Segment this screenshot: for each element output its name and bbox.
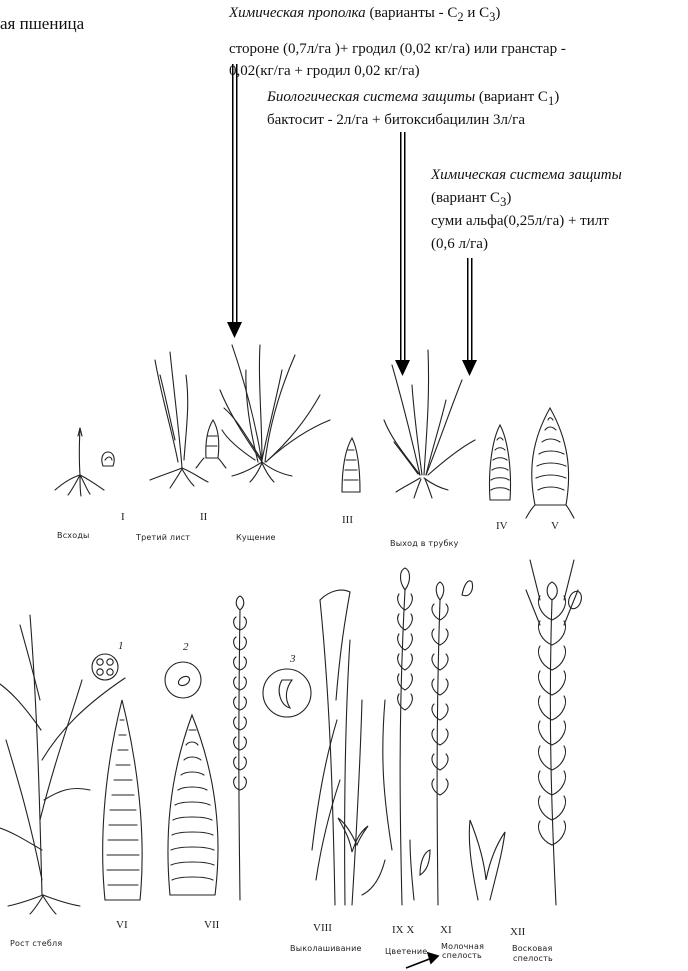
tube-exit-plant [384,350,475,498]
thin-ear-vii [234,596,247,900]
stage-xii-numeral: XII [510,926,525,938]
stage-xi-numeral: XI [440,924,452,936]
arrow-chem-protection [462,258,477,376]
stage-vi-numeral: VI [116,919,128,931]
stage-iii-numeral: III [342,514,353,526]
three-leaf-plant [150,352,226,488]
cell-number-2: 2 [183,641,189,653]
stage-ii-label: Третий лист [136,533,190,542]
floral-cell-1 [92,654,118,680]
cell-number-1: 1 [118,640,124,652]
milk-ripeness-plant [432,581,505,905]
stage-v-numeral: V [551,520,559,532]
stage-ix-label: Цветение [385,947,427,956]
seedling-plant [55,428,114,496]
wax-ripeness-plant [526,560,584,905]
stage-iii-label: Кущение [236,533,276,542]
stage-viii-numeral: VIII [313,922,332,934]
stage-iv-label: Выход в трубку [390,539,459,548]
stem-growth-plant [0,615,125,914]
stage-ix-x-numeral: IX X [392,924,414,936]
stage-vii-numeral: VII [204,919,219,931]
arrow-chem-weeding [227,64,242,338]
heading-plant [312,590,368,905]
floral-cell-3 [263,669,311,717]
flowering-plant [362,568,430,905]
arrow-bio-protection [395,132,410,376]
stage-i-numeral: I [121,511,125,523]
stage-i-label: Всходы [57,531,90,540]
stage-ii-numeral: II [200,511,207,523]
growing-point-cone-iv [489,425,510,500]
stage-xi-label-2: спелость [442,951,482,960]
stage-xii-label-2: спелость [513,954,553,963]
stage-xii-label-1: Восковая [512,944,553,953]
stage-iv-numeral: IV [496,520,508,532]
stage-viii-label: Выколашивание [290,944,362,953]
growing-point-cone-iii [342,438,360,492]
floral-cell-2 [165,662,201,698]
spike-vii [168,715,218,895]
growing-point-cone-v [526,408,574,518]
stage-vi-label: Рост стебля [10,939,62,948]
tillering-plant [220,345,330,482]
stage-xi-label-1: Молочная [441,942,484,951]
cell-number-3: 3 [290,653,296,665]
spike-primordium-vi [103,700,142,900]
